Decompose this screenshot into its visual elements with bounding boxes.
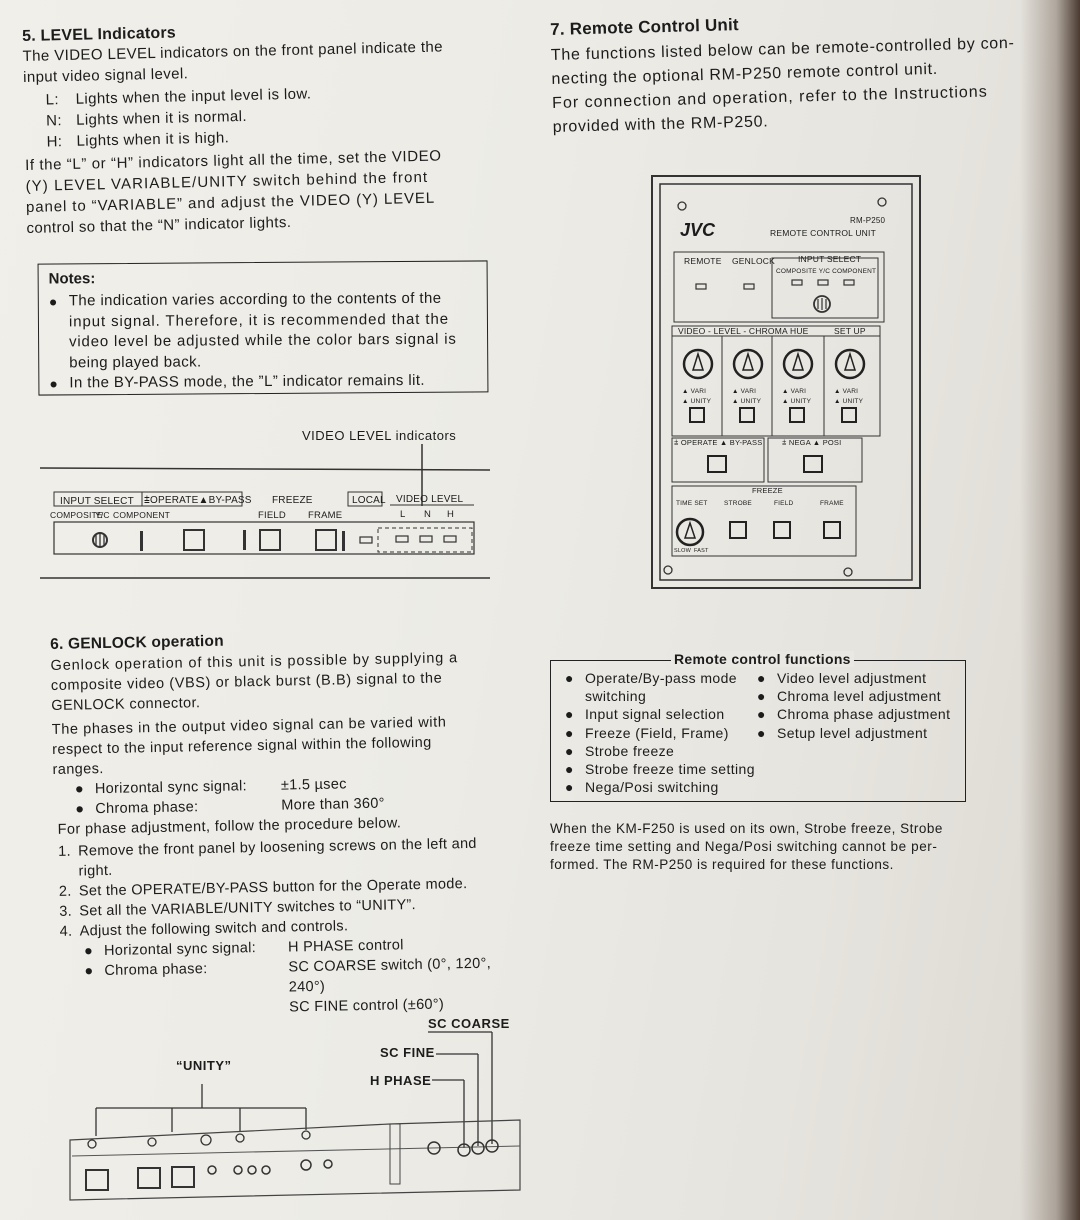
panel-label-video-level: VIDEO LEVEL xyxy=(396,494,464,505)
remote-functions-right: ●Video level adjustment ●Chroma level ad… xyxy=(757,669,950,742)
input-select-knob-icon xyxy=(813,295,831,313)
adjust-row: ●Chroma phase: SC COARSE switch (0°, 120… xyxy=(84,955,492,1016)
panel-label-frame: FRAME xyxy=(308,510,343,521)
remote-label-unity: ▲ UNITY xyxy=(732,398,762,405)
panel-label-field: FIELD xyxy=(258,510,286,521)
remote-model: RM-P250 xyxy=(850,216,886,225)
page-edge-shadow xyxy=(1020,0,1080,1220)
genlock-indicator-icon xyxy=(743,283,755,290)
remote-label-time-set: TIME SET xyxy=(676,500,708,507)
input-select-knob-icon xyxy=(92,532,108,548)
remote-label-hue: HUE xyxy=(790,326,809,336)
remote-label-vari: ▲ VARI xyxy=(732,388,757,395)
remote-label-input-sub: COMPOSITE Y/C COMPONENT xyxy=(776,268,877,275)
remote-unit-name: REMOTE CONTROL UNIT xyxy=(770,228,876,238)
panel-label-component: COMPONENT xyxy=(113,510,171,520)
figure-label-sc-fine: SC FINE xyxy=(380,1045,435,1060)
level-indicator-h-icon xyxy=(443,535,457,543)
freeze-field-button-icon xyxy=(259,529,281,551)
hue-knob-icon xyxy=(782,348,814,380)
remote-label-fast: FAST xyxy=(694,548,709,554)
remote-label-strobe: STROBE xyxy=(724,500,752,507)
remote-label-unity: ▲ UNITY xyxy=(834,398,864,405)
nega-posi-button-icon xyxy=(803,455,823,473)
section-remote-control: 7. Remote Control Unit The functions lis… xyxy=(550,6,1073,140)
procedure-steps: 1.Remove the front panel by loosening sc… xyxy=(54,833,506,942)
function-item: ●Input signal selection xyxy=(565,706,725,723)
panel-label-operate-bypass: ⩲OPERATE▲BY-PASS xyxy=(144,495,252,506)
remote-label-level-row: VIDEO - LEVEL - CHROMA xyxy=(678,326,788,336)
level-indicator-n-icon xyxy=(419,535,433,543)
remote-button-icon xyxy=(695,283,707,290)
front-panel-diagram xyxy=(39,444,491,579)
level-definitions: L:Lights when the input level is low. N:… xyxy=(45,79,494,152)
remote-note: When the KM-F250 is used on its own, Str… xyxy=(550,821,943,872)
remote-label-field: FIELD xyxy=(774,500,794,507)
remote-label-slow: SLOW xyxy=(674,548,691,554)
field-button-icon xyxy=(773,521,791,539)
remote-label-input-select: INPUT SELECT xyxy=(798,254,862,264)
note-item: ● The indication varies according to the… xyxy=(48,289,457,371)
section-level-indicators: 5. LEVEL Indicators The VIDEO LEVEL indi… xyxy=(22,17,497,239)
panel-label-local: LOCAL xyxy=(352,495,386,506)
remote-label-genlock: GENLOCK xyxy=(732,256,775,266)
function-item: ●Chroma level adjustment xyxy=(757,688,942,705)
strobe-button-icon xyxy=(729,521,747,539)
function-item: ●Strobe freeze xyxy=(565,742,675,759)
video-level-knob-icon xyxy=(682,348,714,380)
operate-bypass-button-icon xyxy=(183,529,205,551)
video-level-figure-caption: VIDEO LEVEL indicators xyxy=(302,428,457,443)
function-item: ●Setup level adjustment xyxy=(757,724,928,741)
function-item: ●Video level adjustment xyxy=(757,670,927,686)
time-set-knob-icon xyxy=(675,517,705,547)
panel-label-yc: Y/C xyxy=(95,510,110,520)
notes-title: Notes: xyxy=(48,270,96,288)
panel-label-h: H xyxy=(447,509,455,520)
freeze-frame-button-icon xyxy=(315,529,337,551)
remote-label-nega-posi: ⩲ NEGA ▲ POSI xyxy=(782,438,842,447)
notes-box: Notes: ● The indication varies according… xyxy=(37,260,489,396)
remote-functions-title: Remote control functions xyxy=(671,651,854,667)
frame-button-icon xyxy=(823,521,841,539)
remote-functions-box: Remote control functions ●Operate/By-pas… xyxy=(550,651,966,802)
remote-label-frame: FRAME xyxy=(820,500,844,507)
remote-label-setup: SET UP xyxy=(834,326,866,336)
local-indicator-icon xyxy=(359,536,373,544)
figure-label-h-phase: H PHASE xyxy=(370,1073,432,1088)
level-indicator-l-icon xyxy=(395,535,409,543)
internal-controls-diagram xyxy=(69,1031,521,1201)
function-item: ●Chroma phase adjustment xyxy=(757,706,951,723)
figure-label-unity: “UNITY” xyxy=(176,1058,232,1073)
panel-label-l: L xyxy=(400,509,406,520)
remote-brand-logo: JVC xyxy=(680,220,716,240)
remote-label-operate-bypass: ⩲ OPERATE ▲ BY-PASS xyxy=(674,438,763,447)
remote-label-freeze: FREEZE xyxy=(752,486,783,495)
panel-label-freeze: FREEZE xyxy=(272,495,313,506)
remote-label-unity: ▲ UNITY xyxy=(682,398,712,405)
panel-label-input-select: INPUT SELECT xyxy=(60,496,134,507)
remote-label-unity: ▲ UNITY xyxy=(782,398,812,405)
panel-label-composite: COMPOSITE xyxy=(50,510,103,520)
remote-label-vari: ▲ VARI xyxy=(682,388,707,395)
operate-bypass-button-icon xyxy=(707,455,727,473)
remote-control-diagram: JVC RM-P250 REMOTE CONTROL UNIT REMOTE G… xyxy=(648,172,924,592)
panel-label-n: N xyxy=(424,509,432,520)
note-item: ● In the BY-PASS mode, the ”L” indicator… xyxy=(49,371,425,392)
figure-label-sc-coarse: SC COARSE xyxy=(428,1016,510,1031)
chroma-level-knob-icon xyxy=(732,348,764,380)
function-item: ●Freeze (Field, Frame) xyxy=(565,724,729,741)
function-item: ●Strobe freeze time setting xyxy=(565,761,755,778)
remote-label-remote: REMOTE xyxy=(684,256,722,266)
remote-label-vari: ▲ VARI xyxy=(834,388,859,395)
setup-knob-icon xyxy=(834,348,866,380)
section-genlock: 6. GENLOCK operation Genlock operation o… xyxy=(50,627,507,1022)
remote-label-vari: ▲ VARI xyxy=(782,388,807,395)
function-item: ●Nega/Posi switching xyxy=(565,779,719,796)
